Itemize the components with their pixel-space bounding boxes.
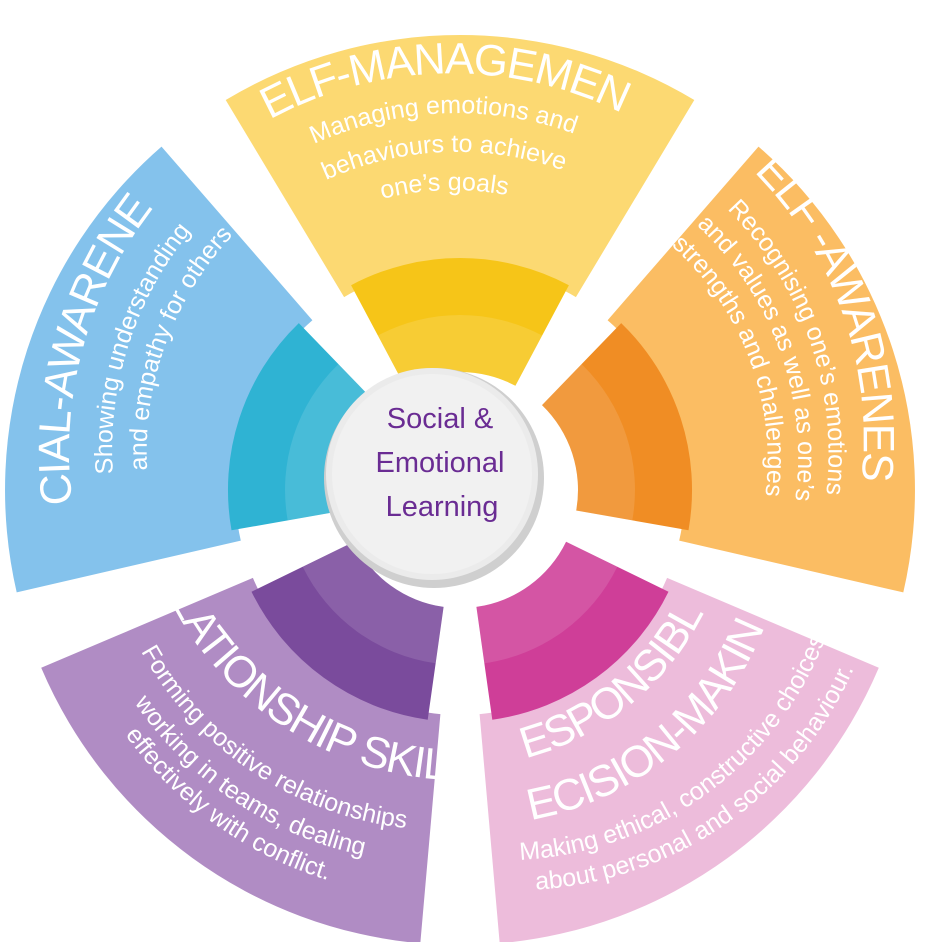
center-label-line-2: Emotional: [376, 447, 505, 479]
center-label-line-3: Learning: [386, 491, 499, 523]
self-management-inner-sheen: [377, 314, 543, 386]
self-awareness-inner-sheen: [542, 364, 635, 521]
responsible-decision-making-inner-sheen: [476, 541, 618, 664]
relationship-skills-outer-segment: [41, 577, 441, 942]
relationship-skills-inner-sheen: [302, 541, 444, 664]
self-management-outer-segment: [225, 35, 695, 298]
relationship-skills-inner-segment: [251, 541, 444, 720]
center-circle-highlight: [332, 374, 532, 574]
center-label-line-1: Social &: [387, 403, 493, 435]
self-awareness-inner-segment: [542, 323, 693, 531]
self-management-inner-segment: [351, 258, 569, 386]
responsible-decision-making-outer-segment: [479, 577, 879, 942]
self-awareness-outer-segment: [607, 146, 915, 593]
responsible-decision-making-inner-segment: [476, 541, 669, 720]
social-awareness-outer-segment: [5, 146, 313, 593]
